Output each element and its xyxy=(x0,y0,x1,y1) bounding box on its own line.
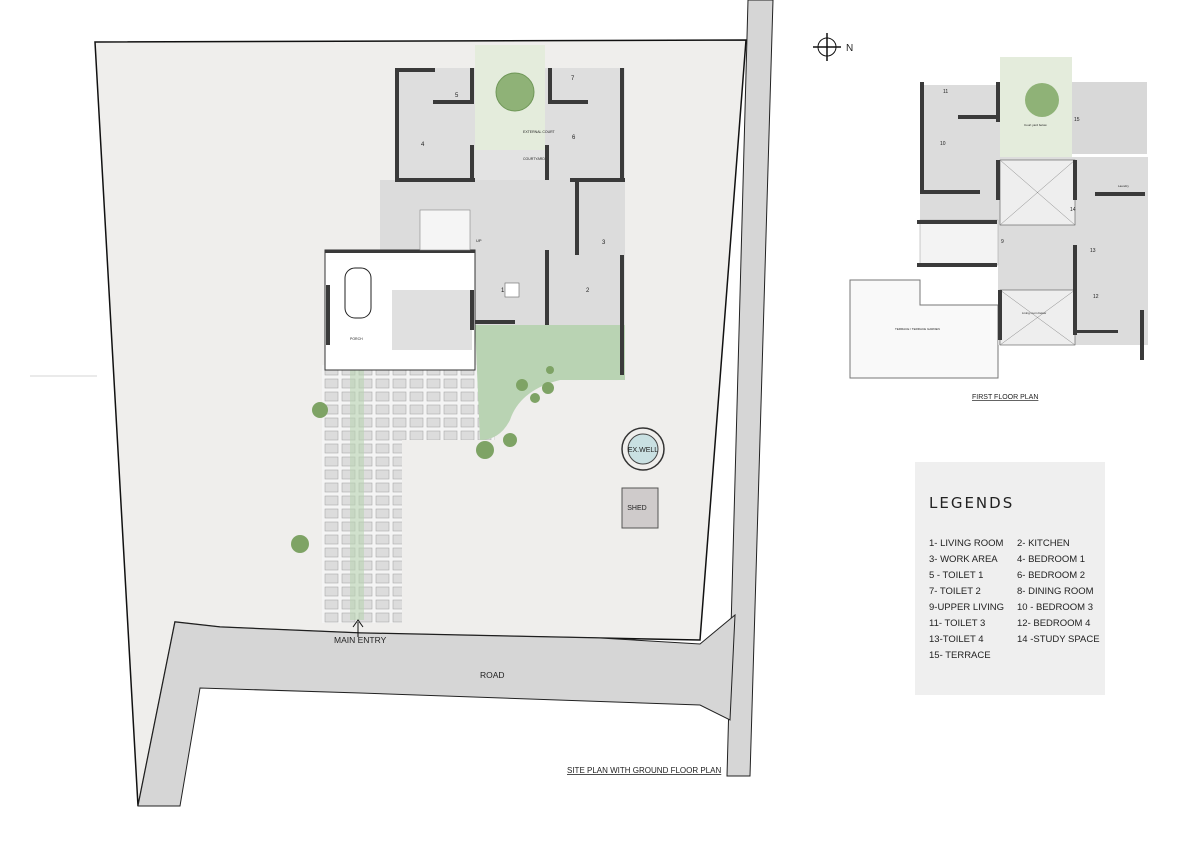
room-2: 2 xyxy=(586,288,590,294)
room-3: 3 xyxy=(602,240,606,246)
room-7: 7 xyxy=(571,76,575,82)
legend-item: 4- BEDROOM 1 xyxy=(1017,554,1086,565)
legend-item: 11- TOILET 3 xyxy=(929,618,986,629)
court-below-label: Court yard below xyxy=(1024,123,1048,127)
living-below-label: Living room below xyxy=(1022,311,1047,315)
legend-item: 1- LIVING ROOM xyxy=(929,538,1004,549)
legend-item: 2- KITCHEN xyxy=(1017,538,1070,549)
room-12: 12 xyxy=(1093,294,1099,300)
laundry-label: Laundry xyxy=(1118,184,1129,188)
room-4: 4 xyxy=(421,142,425,148)
legend-item: 7- TOILET 2 xyxy=(929,586,981,597)
site-plan-title: SITE PLAN WITH GROUND FLOOR PLAN xyxy=(567,766,721,775)
room-5: 5 xyxy=(455,93,459,99)
compass-north-label: N xyxy=(846,43,853,54)
legend-item: 14 -STUDY SPACE xyxy=(1017,634,1100,645)
well-ring xyxy=(621,427,665,471)
legend-list: 1- LIVING ROOM 2- KITCHEN 3- WORK AREA 4… xyxy=(929,538,1113,661)
stair-up-label: UP xyxy=(476,238,482,243)
first-floor-plan xyxy=(849,57,1148,379)
legend-item: 15- TERRACE xyxy=(929,650,991,661)
shrubs xyxy=(291,366,554,553)
porch-label: PORCH xyxy=(350,337,363,341)
legend-panel: LEGENDS 1- LIVING ROOM 2- KITCHEN 3- WOR… xyxy=(915,462,1105,695)
legend-item: 5 - TOILET 1 xyxy=(929,570,984,581)
road-horizontal xyxy=(137,613,736,807)
road-label: ROAD xyxy=(480,670,505,680)
terrace-label: TERRACE / TERRACE GARDEN xyxy=(895,327,940,331)
shed xyxy=(621,487,659,529)
well-label: EX.WELL xyxy=(628,447,658,454)
room-15: 15 xyxy=(1074,117,1080,123)
main-entry-label: MAIN ENTRY xyxy=(334,635,387,645)
legend-item: 12- BEDROOM 4 xyxy=(1017,618,1091,629)
well xyxy=(627,433,659,465)
external-court-label: EXTERNAL COURT xyxy=(523,130,556,134)
courtyard-label: COURTYARD xyxy=(523,157,545,161)
road-vertical xyxy=(726,0,774,777)
room-14: 14 xyxy=(1070,207,1076,213)
room-6: 6 xyxy=(572,135,576,141)
legend-item: 3- WORK AREA xyxy=(929,554,998,565)
legend-item: 6- BEDROOM 2 xyxy=(1017,570,1086,581)
entry-arrowhead xyxy=(352,619,364,628)
room-13: 13 xyxy=(1090,248,1096,254)
room-1: 1 xyxy=(501,288,505,294)
legend-item: 8- DINING ROOM xyxy=(1017,586,1094,597)
legend-item: 9-UPPER LIVING xyxy=(929,602,1004,613)
shed-label: SHED xyxy=(627,505,646,512)
legend-title: LEGENDS xyxy=(929,494,1015,512)
room-9: 9 xyxy=(1001,239,1004,245)
first-floor-title: FIRST FLOOR PLAN xyxy=(972,394,1038,401)
legend-item: 13-TOILET 4 xyxy=(929,634,984,645)
room-11: 11 xyxy=(943,89,948,95)
legend-item: 10 - BEDROOM 3 xyxy=(1017,602,1094,613)
ground-floor-plan xyxy=(324,45,625,375)
room-10: 10 xyxy=(940,141,946,147)
green-strip xyxy=(350,370,364,620)
